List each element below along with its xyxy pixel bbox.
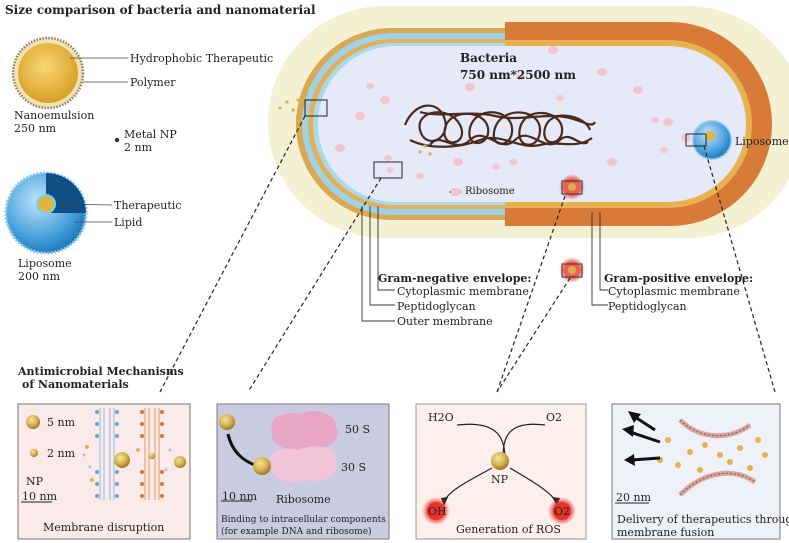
np-label: NP	[26, 475, 44, 488]
delivery-caption-line2: membrane fusion	[617, 526, 715, 539]
binding-caption-line1: Binding to intracellular components	[221, 515, 386, 525]
ros-np-label: NP	[491, 473, 509, 486]
gram-positive-layer-2: Peptidoglycan	[608, 300, 687, 313]
ros-graphic	[422, 423, 576, 525]
membrane-fusion-graphic	[615, 411, 768, 504]
gram-negative-layer-1: Cytoplasmic membrane	[397, 285, 529, 298]
panel-delivery-bg	[611, 403, 781, 540]
o2-radical-label: O2	[554, 505, 571, 518]
ribosome-50s-label: 50 S	[345, 423, 371, 436]
gram-negative-title: Gram-negative envelope:	[378, 272, 532, 285]
figure-title: Size comparison of bacteria and nanomate…	[5, 3, 316, 17]
polymer-label: Polymer	[130, 76, 176, 89]
ribosome-name: Ribosome	[276, 493, 331, 506]
gram-positive-layer-1: Cytoplasmic membrane	[608, 285, 740, 298]
nanoemulsion-name: Nanoemulsion	[14, 109, 95, 122]
membrane-bilayer-graphic	[21, 408, 186, 503]
metal-np-size: 2 nm	[124, 141, 153, 154]
ribosome-scale-bar-label: 10 nm	[222, 490, 258, 503]
liposome-name: Liposome	[18, 257, 72, 270]
ribosome-label: Ribosome	[465, 186, 515, 197]
bacteria-size: 750 nm*2500 nm	[460, 68, 576, 82]
gram-positive-title: Gram-positive envelope:	[604, 272, 754, 285]
nanoemulsion-illustration	[11, 36, 128, 110]
gram-negative-layer-3: Outer membrane	[397, 315, 493, 328]
metal-np-name: Metal NP	[124, 128, 177, 141]
o2-input-label: O2	[546, 411, 563, 424]
ribosome-30s-label: 30 S	[341, 461, 367, 474]
liposome-illustration	[4, 171, 113, 255]
np-size-2nm: 2 nm	[47, 447, 76, 460]
hydrophobic-therapeutic-label: Hydrophobic Therapeutic	[130, 52, 274, 65]
membrane-scale-bar-label: 10 nm	[22, 490, 58, 503]
therapeutic-label: Therapeutic	[114, 199, 182, 212]
lipid-label: Lipid	[114, 216, 143, 229]
gram-negative-layer-2: Peptidoglycan	[397, 300, 476, 313]
delivery-scale-bar-label: 20 nm	[616, 491, 652, 504]
bacterium-illustration	[268, 6, 789, 283]
np-size-5nm: 5 nm	[47, 416, 76, 429]
metal-np-dot	[114, 137, 120, 143]
ribosome-binding-graphic	[219, 410, 338, 502]
envelope-leader-lines	[361, 206, 608, 322]
mechanisms-title-line1: Antimicrobial Mechanisms	[18, 365, 184, 378]
binding-caption-line2: (for example DNA and ribosome)	[221, 527, 372, 537]
delivery-caption-line1: Delivery of therapeutics through	[617, 513, 789, 526]
ros-caption: Generation of ROS	[456, 523, 561, 536]
liposome-right-label: Liposome	[735, 135, 789, 148]
oh-radical-label: OH	[428, 505, 447, 518]
membrane-disruption-caption: Membrane disruption	[43, 521, 165, 534]
mechanisms-title-line2: of Nanomaterials	[22, 378, 129, 391]
bacteria-name: Bacteria	[460, 51, 518, 65]
liposome-size: 200 nm	[18, 270, 61, 283]
nanoemulsion-size: 250 nm	[14, 122, 57, 135]
h2o-label: H2O	[428, 411, 454, 424]
dashed-connectors	[159, 115, 776, 393]
